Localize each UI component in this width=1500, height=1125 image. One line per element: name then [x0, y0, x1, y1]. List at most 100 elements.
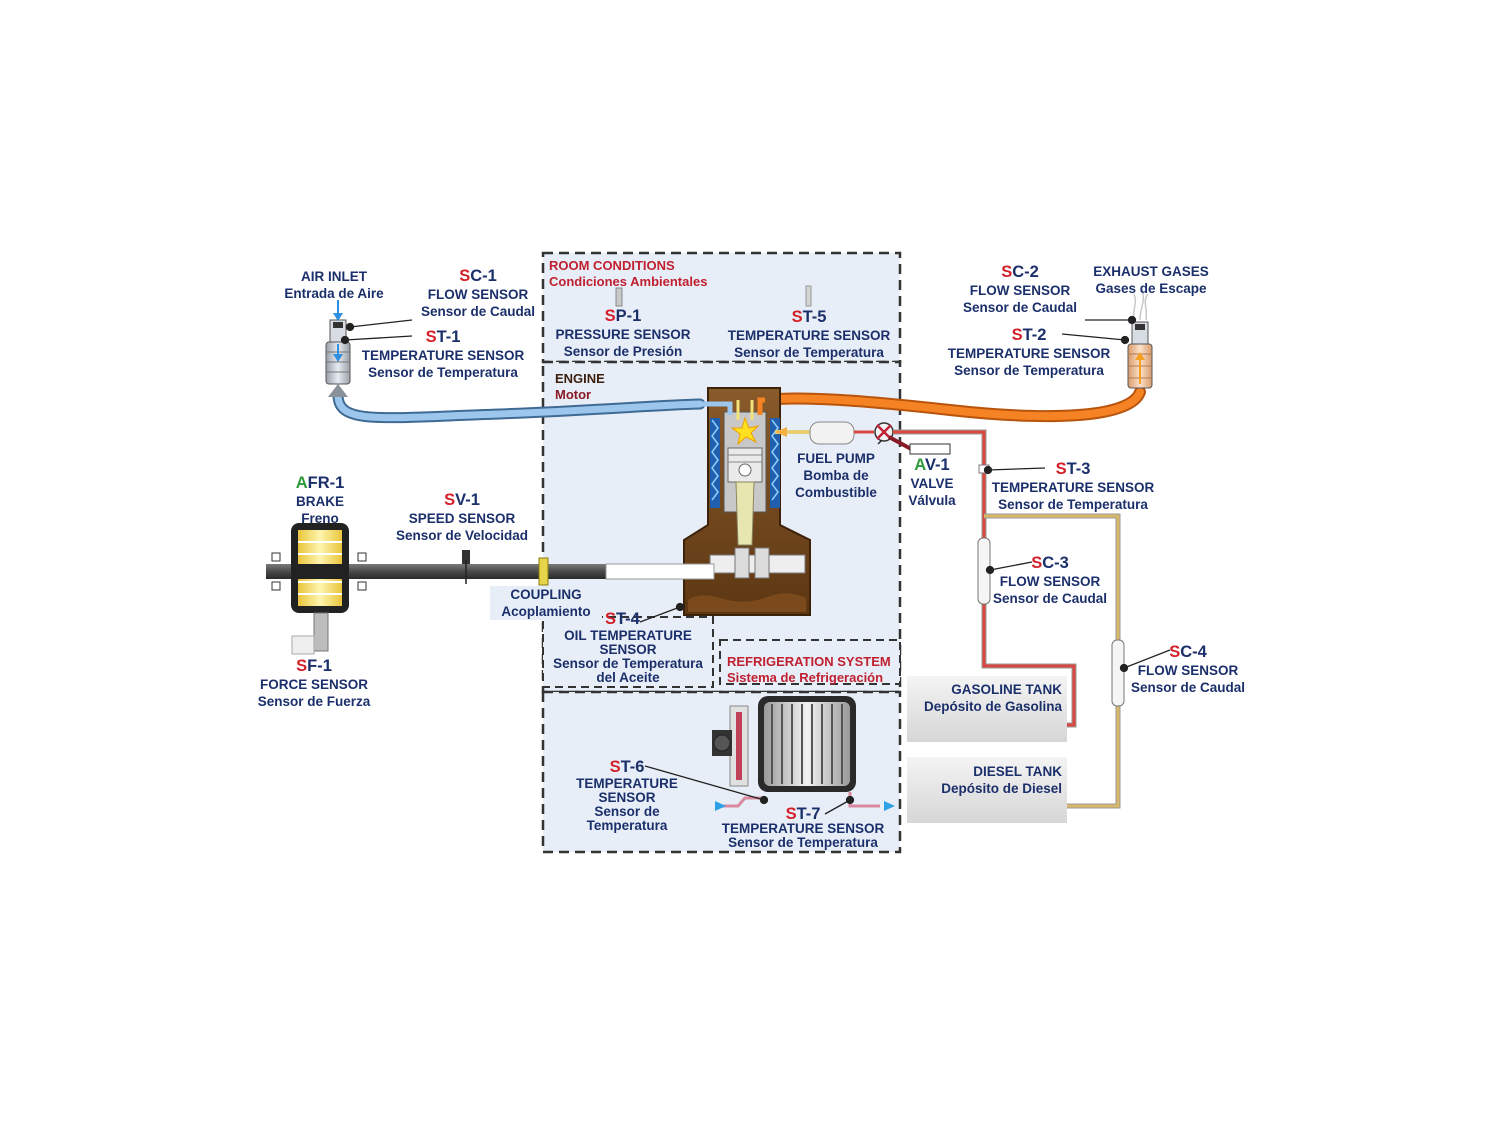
st5-en: TEMPERATURE SENSOR [727, 328, 891, 343]
st3-prefix: S [1055, 460, 1067, 478]
fuel-flow-meter-diesel-icon [1111, 639, 1125, 707]
sc2-label: SC-2 FLOW SENSOR Sensor de Caudal [952, 263, 1088, 316]
st6-code: T-6 [620, 758, 645, 776]
av1-es: Válvula [908, 493, 956, 508]
engine-block-icon [683, 387, 811, 616]
afr1-es: Freno [301, 511, 339, 526]
afr1-label: AFR-1 BRAKE Freno [272, 474, 368, 527]
drive-shaft [266, 557, 715, 586]
sp1-prefix: S [604, 307, 616, 325]
st1-label: ST-1 TEMPERATURE SENSOR Sensor de Temper… [355, 328, 531, 381]
gasoline-tank-icon [907, 676, 1067, 742]
st3-label: ST-3 TEMPERATURE SENSOR Sensor de Temper… [984, 460, 1162, 513]
st6-en1: TEMPERATURE [576, 776, 678, 791]
room-conditions-title: ROOM CONDITIONS Condiciones Ambientales [549, 258, 707, 290]
st5-label: ST-5 TEMPERATURE SENSOR Sensor de Temper… [720, 308, 898, 361]
valve-icon [874, 422, 951, 455]
afr1-prefix: A [295, 474, 308, 492]
room-conditions-en: ROOM CONDITIONS [549, 258, 675, 273]
sf1-label: SF-1 FORCE SENSOR Sensor de Fuerza [250, 657, 378, 710]
air-filter-icon [325, 300, 351, 397]
diesel-tank-icon [907, 757, 1067, 823]
st3-en: TEMPERATURE SENSOR [991, 480, 1155, 495]
st1-es: Sensor de Temperatura [368, 365, 518, 380]
st4-prefix: S [605, 610, 617, 628]
fuel-line-gasoline [893, 429, 1077, 728]
fuel-pump-es2: Combustible [795, 485, 877, 500]
coolant-inlet-line [715, 796, 764, 811]
st6-label: ST-6 TEMPERATURE SENSOR Sensor de Temper… [570, 758, 684, 833]
refrigeration-title-en: REFRIGERATION SYSTEM [727, 654, 891, 669]
room-conditions-panel [541, 251, 902, 364]
coupling-label: COUPLING Acoplamiento [490, 586, 602, 620]
diesel-tank-en: DIESEL TANK [973, 764, 1062, 779]
room-temperature-sensor-icon [805, 285, 812, 307]
air-inlet-es: Entrada de Aire [284, 286, 384, 301]
st4-label: ST-4 OIL TEMPERATURE SENSOR Sensor de Te… [543, 610, 713, 685]
exhaust-filter-icon [1127, 289, 1153, 389]
sc4-code: C-4 [1180, 643, 1207, 661]
sp1-en: PRESSURE SENSOR [555, 327, 691, 342]
engine-title: ENGINE Motor [555, 371, 605, 403]
gasoline-tank-label: GASOLINE TANK Depósito de Gasolina [908, 681, 1062, 715]
st6-es1: Sensor de [594, 804, 660, 819]
st7-en: TEMPERATURE SENSOR [721, 821, 885, 836]
speed-sensor-icon [462, 550, 470, 584]
brake-icon [271, 523, 367, 655]
diesel-tank-es: Depósito de Diesel [941, 781, 1062, 796]
sc1-es: Sensor de Caudal [420, 304, 536, 319]
st7-code: T-7 [796, 805, 821, 823]
sv1-label: SV-1 SPEED SENSOR Sensor de Velocidad [384, 491, 540, 544]
coupling-en: COUPLING [510, 587, 582, 602]
fuel-pump-label: FUEL PUMP Bomba de Combustible [786, 450, 886, 501]
sc2-es: Sensor de Caudal [962, 300, 1078, 315]
sv1-en: SPEED SENSOR [408, 511, 516, 526]
sc4-prefix: S [1169, 643, 1181, 661]
st4-es1: Sensor de Temperatura [553, 656, 703, 671]
air-inlet-label: AIR INLET Entrada de Aire [272, 268, 396, 302]
st6-en2: SENSOR [598, 790, 656, 805]
st4-code: T-4 [616, 610, 640, 628]
air-inlet-en: AIR INLET [301, 269, 367, 284]
st1-en: TEMPERATURE SENSOR [361, 348, 525, 363]
st2-prefix: S [1011, 326, 1023, 344]
av1-prefix: A [914, 456, 925, 474]
sc3-en: FLOW SENSOR [999, 574, 1101, 589]
sc1-code: C-1 [470, 267, 497, 285]
st4-en1: OIL TEMPERATURE [564, 628, 692, 643]
sc4-label: SC-4 FLOW SENSOR Sensor de Caudal [1120, 643, 1256, 696]
av1-en: VALVE [910, 476, 954, 491]
st4-es2: del Aceite [596, 670, 660, 685]
sf1-es: Sensor de Fuerza [257, 694, 371, 709]
radiator-icon [758, 696, 856, 792]
sc2-en: FLOW SENSOR [969, 283, 1071, 298]
sf1-en: FORCE SENSOR [259, 677, 368, 692]
st7-prefix: S [785, 805, 797, 823]
sc3-label: SC-3 FLOW SENSOR Sensor de Caudal [982, 554, 1118, 607]
st3-es: Sensor de Temperatura [998, 497, 1148, 512]
diesel-tank-label: DIESEL TANK Depósito de Diesel [908, 763, 1062, 797]
st1-code: T-1 [436, 328, 461, 346]
exhaust-valve-stem [757, 397, 765, 415]
st2-en: TEMPERATURE SENSOR [947, 346, 1111, 361]
st6-prefix: S [609, 758, 621, 776]
av1-label: AV-1 VALVE Válvula [898, 456, 966, 509]
sc2-prefix: S [1001, 263, 1013, 281]
sv1-prefix: S [444, 491, 456, 509]
fuel-pump-icon [809, 421, 874, 445]
st5-prefix: S [791, 308, 803, 326]
leader-lines [340, 315, 1171, 815]
fuel-pump-es1: Bomba de [803, 468, 869, 483]
intake-valve-stem [700, 401, 733, 415]
exhaust-en: EXHAUST GASES [1093, 264, 1209, 279]
gasoline-tank-es: Depósito de Gasolina [923, 699, 1062, 714]
sc4-es: Sensor de Caudal [1130, 680, 1246, 695]
sc3-prefix: S [1031, 554, 1043, 572]
st3-code: T-3 [1066, 460, 1091, 478]
refrigeration-title: REFRIGERATION SYSTEM Sistema de Refriger… [727, 654, 891, 686]
sf1-code: F-1 [307, 657, 332, 675]
exhaust-label: EXHAUST GASES Gases de Escape [1086, 263, 1216, 297]
radiator-fan-icon [712, 705, 749, 787]
sf1-prefix: S [296, 657, 308, 675]
st6-es2: Temperatura [586, 818, 668, 833]
